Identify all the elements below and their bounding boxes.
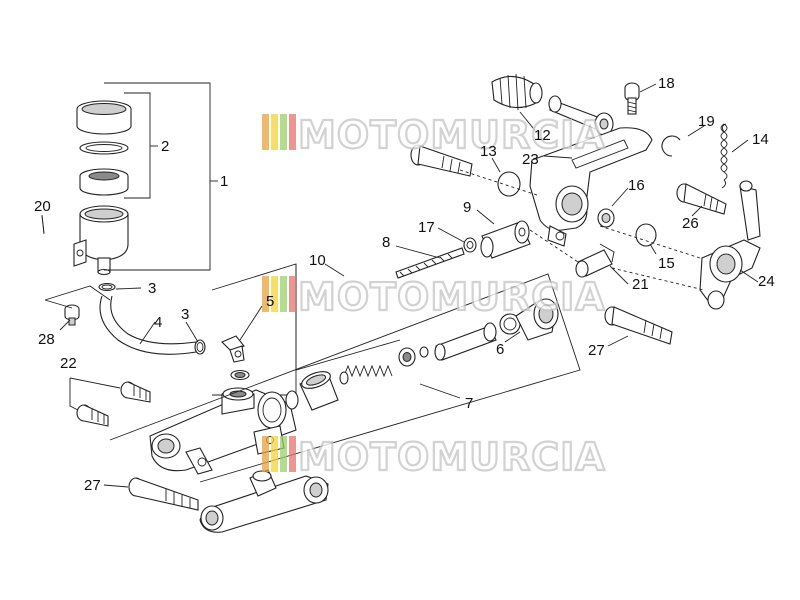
alignment-guides [459, 169, 705, 291]
callout-5: 5 [266, 293, 274, 310]
watermark-stripe [271, 276, 278, 312]
spring-14-hooks [721, 123, 727, 189]
bolt-26 [676, 183, 727, 215]
oring-15 [635, 223, 657, 247]
callout-17: 17 [418, 219, 435, 236]
watermark-stripe [280, 114, 287, 150]
watermark-stripe [262, 276, 269, 312]
callout-3: 3 [181, 306, 189, 323]
reservoir-assembly [73, 82, 218, 276]
watermark-text: MOTOMURCIA [298, 435, 606, 479]
pivot-21 [575, 243, 615, 278]
watermark-stripe [280, 276, 287, 312]
nut-17 [463, 237, 477, 253]
watermark-bottom: MOTOMURCIA [262, 434, 606, 480]
callout-3: 3 [148, 280, 156, 297]
bolt-22-lower [76, 404, 109, 427]
hose-assembly [44, 282, 206, 355]
return-spring [339, 364, 393, 385]
callout-13: 13 [480, 143, 497, 160]
watermark-text: MOTOMURCIA [298, 275, 606, 319]
watermark-top: MOTOMURCIA [262, 112, 606, 158]
reservoir-cap [76, 100, 132, 135]
clevis-9 [480, 220, 531, 259]
lever-24 [699, 180, 761, 310]
push-rod-lever [199, 469, 329, 533]
bolt-13 [410, 144, 473, 177]
callout-7: 7 [465, 395, 473, 412]
callout-1: 1 [220, 173, 228, 190]
screw-18 [624, 82, 640, 115]
callout-2: 2 [161, 138, 169, 155]
push-rod-8 [395, 247, 465, 279]
callout-14: 14 [752, 131, 769, 148]
callout-6: 6 [496, 341, 504, 358]
callout-26: 26 [682, 215, 699, 232]
reservoir-gasket [79, 141, 129, 155]
callout-16: 16 [628, 177, 645, 194]
callout-18: 18 [658, 75, 675, 92]
callout-20: 20 [34, 198, 51, 215]
oring-13 [497, 171, 521, 197]
callout-22: 22 [60, 355, 77, 372]
callout-23: 23 [522, 151, 539, 168]
callout-9: 9 [463, 199, 471, 216]
callout-8: 8 [382, 234, 390, 251]
bolt-27-lower [128, 477, 199, 511]
bolt-22-upper [120, 381, 151, 403]
callout-28: 28 [38, 331, 55, 348]
pedal-peg [548, 95, 614, 136]
callout-labels: 1 2 3 3 4 5 6 7 8 9 10 12 13 14 15 16 17… [34, 75, 775, 494]
callout-4: 4 [154, 314, 162, 331]
callout-12: 12 [534, 127, 551, 144]
watermark-stripe [289, 114, 296, 150]
callout-15: 15 [658, 255, 675, 272]
watermark-stripe [289, 436, 296, 472]
watermark-stripe [271, 114, 278, 150]
callout-19: 19 [698, 113, 715, 130]
watermark-stripe [262, 114, 269, 150]
bolt-27-right [604, 306, 673, 345]
spring-14 [720, 123, 728, 181]
bolts-22 [69, 377, 151, 427]
callout-27: 27 [84, 477, 101, 494]
washer-16 [597, 208, 615, 228]
watermark-stripe [271, 436, 278, 472]
watermark-stripe [262, 436, 269, 472]
watermark-middle: MOTOMURCIA [262, 274, 606, 320]
watermark-stripe [289, 276, 296, 312]
circlip-19 [661, 135, 681, 157]
pedal-arm-23 [529, 127, 653, 247]
callout-10: 10 [309, 252, 326, 269]
leader-lines [41, 83, 759, 488]
internal-kit [109, 264, 581, 483]
reservoir-body [73, 205, 129, 276]
callout-27: 27 [588, 342, 605, 359]
pedal-rubber-12 [491, 73, 543, 111]
watermark-stripe [280, 436, 287, 472]
callout-21: 21 [632, 276, 649, 293]
watermark-text: MOTOMURCIA [298, 113, 606, 157]
reservoir-diaphragm [79, 168, 129, 196]
callout-24: 24 [758, 273, 775, 290]
